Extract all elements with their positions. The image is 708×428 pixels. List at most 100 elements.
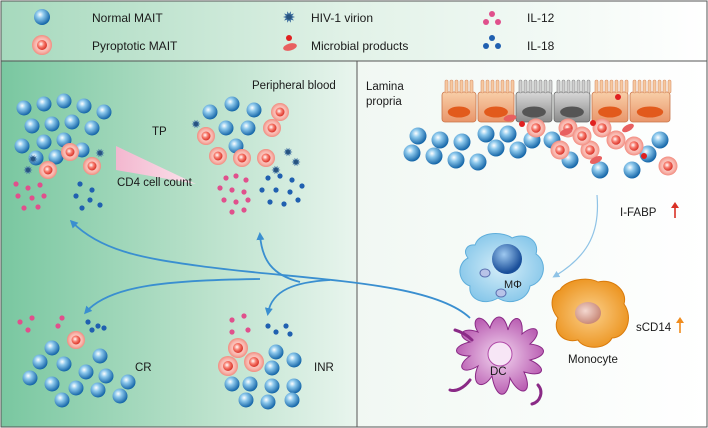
il12-dot	[15, 193, 21, 199]
pyroptotic-mait-cell	[209, 147, 227, 165]
pyroptotic-mait-cell	[61, 143, 79, 161]
scd14-up-arrow-icon	[676, 317, 684, 333]
normal-mait-cell	[120, 374, 136, 390]
normal-mait-cell	[44, 116, 60, 132]
lamina-propria-title-line1: Lamina	[366, 81, 404, 93]
il18-dot	[97, 202, 103, 208]
normal-mait-cell	[92, 348, 108, 364]
il12-dot	[241, 207, 247, 213]
microbe-dot-icon	[286, 35, 292, 41]
normal-mait-cell	[224, 96, 240, 112]
normal-mait-cell	[286, 378, 302, 394]
normal-mait-cell	[44, 340, 60, 356]
microbial-product-rod	[589, 156, 603, 164]
il18-dot	[73, 193, 79, 199]
normal-mait-cell	[14, 138, 30, 154]
pyroptotic-mait-cell	[580, 140, 600, 160]
cd4-decline-wedge	[116, 146, 196, 184]
il18-dot	[265, 175, 271, 181]
macrophage-nucleus	[492, 244, 522, 274]
pyroptotic-mait-cell	[197, 127, 215, 145]
il18-dot	[77, 181, 83, 187]
il12-dot	[229, 329, 235, 335]
pyroptotic-mait-cell	[271, 103, 289, 121]
pyroptotic-mait-cell	[39, 161, 57, 179]
il18-dot	[299, 183, 305, 189]
legend-pyroptotic-mait: Pyroptotic MAIT	[32, 35, 178, 55]
macrophage: MΦ	[459, 233, 544, 302]
dc-label: DC	[490, 366, 507, 378]
cr-label: CR	[135, 362, 152, 374]
normal-mait-cell	[48, 149, 64, 165]
normal-mait-cell	[425, 147, 443, 165]
normal-mait-cell	[56, 356, 72, 372]
legend-normal-mait-label: Normal MAIT	[92, 11, 163, 25]
normal-mait-cell	[403, 144, 421, 162]
il18-dot	[87, 197, 93, 203]
normal-mait-cell	[447, 151, 465, 169]
macrophage-label: MΦ	[504, 279, 522, 291]
hiv-virion-icon	[28, 154, 38, 164]
il12-dot	[37, 182, 43, 188]
normal-mait-cell	[32, 354, 48, 370]
hiv-virion-icon	[271, 165, 281, 175]
arrow-to-tp-right	[256, 232, 301, 283]
pyroptotic-mait-cell	[263, 119, 281, 137]
normal-mait-cell	[44, 376, 60, 392]
epithelial-cell	[477, 79, 515, 123]
epithelial-cell	[591, 79, 629, 123]
normal-mait-cell	[98, 368, 114, 384]
normal-mait-cell	[218, 120, 234, 136]
normal-mait-cell	[268, 344, 284, 360]
legend-hiv-virion: HIV-1 virion	[283, 11, 373, 25]
normal-mait-cell	[509, 141, 527, 159]
pyroptotic-mait-cell	[228, 338, 248, 358]
il18-dot	[277, 173, 283, 179]
il12-dot	[41, 193, 47, 199]
legend-pyroptotic-mait-label: Pyroptotic MAIT	[92, 39, 178, 53]
arrow-to-cr	[84, 278, 261, 315]
arrow-to-inr	[264, 279, 331, 316]
legend-il12-label: IL-12	[527, 11, 555, 25]
legend-il18: IL-18	[483, 35, 555, 53]
microbe-rod-icon	[283, 43, 297, 51]
normal-mait-cell	[242, 376, 258, 392]
pyroptotic-mait-cell	[592, 118, 612, 138]
il18-dot	[85, 319, 91, 325]
normal-mait-cell	[264, 360, 280, 376]
il12-dot	[241, 313, 247, 319]
monocyte-nucleus	[575, 302, 601, 324]
normal-mait-cell	[487, 139, 505, 157]
damaged-epithelial-cell	[515, 79, 553, 123]
il12-dot	[25, 185, 31, 191]
pyroptotic-mait-cell	[606, 130, 626, 150]
normal-mait-cell	[84, 120, 100, 136]
hiv-virion-icon	[291, 157, 301, 167]
il18-dot	[287, 331, 293, 337]
normal-mait-cell	[90, 382, 106, 398]
normal-mait-cell	[112, 388, 128, 404]
il12-dot	[13, 181, 19, 187]
normal-mait-cell	[651, 131, 669, 149]
il12-dot	[25, 327, 31, 333]
monocyte-label: Monocyte	[568, 354, 618, 366]
normal-mait-cell	[477, 125, 495, 143]
normal-mait-cell	[64, 114, 80, 130]
cd4-count-label: CD4 cell count	[117, 177, 193, 189]
normal-mait-cell	[36, 96, 52, 112]
pyroptotic-mait-cell	[572, 126, 592, 146]
normal-mait-cell	[78, 364, 94, 380]
pyroptotic-mait-cell	[624, 136, 644, 156]
normal-mait-cell	[623, 161, 641, 179]
legend-il12: IL-12	[483, 11, 555, 25]
il18-dot	[89, 327, 95, 333]
normal-mait-cell	[238, 392, 254, 408]
il12-dot	[229, 209, 235, 215]
pyroptotic-mait-cell	[550, 140, 570, 160]
legend-hiv-virion-label: HIV-1 virion	[311, 11, 373, 25]
monocyte: Monocyte	[551, 278, 629, 366]
legend: Normal MAIT Pyroptotic MAIT HIV-1 virion…	[0, 0, 708, 62]
il12-dot	[217, 185, 223, 191]
microbial-product-rod	[622, 123, 634, 133]
normal-mait-cell	[431, 131, 449, 149]
